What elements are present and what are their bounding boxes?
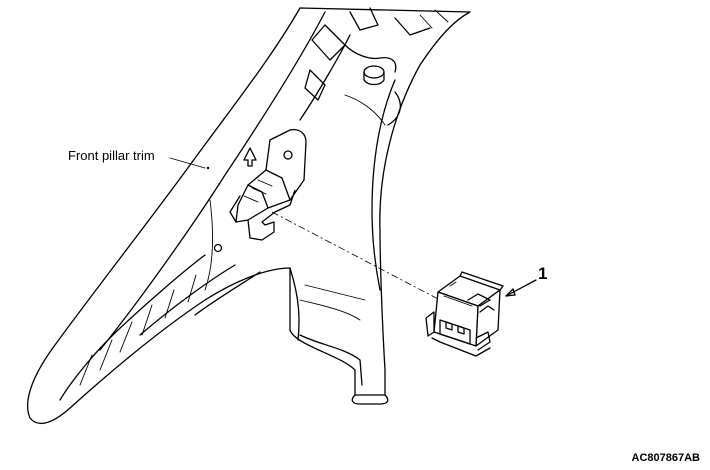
part-number-leader [505, 279, 537, 297]
front-pillar-leader [169, 157, 206, 169]
figure-code: AC807867AB [631, 452, 700, 464]
front-pillar-trim-drawing [26, 7, 471, 425]
leader-line [271, 211, 441, 301]
trim-bracket-drawing [229, 128, 307, 241]
component-1-drawing [425, 271, 504, 357]
arrow-up-icon [243, 147, 257, 167]
part-number-label: 1 [538, 264, 548, 283]
front-pillar-trim-label: Front pillar trim [68, 148, 155, 163]
